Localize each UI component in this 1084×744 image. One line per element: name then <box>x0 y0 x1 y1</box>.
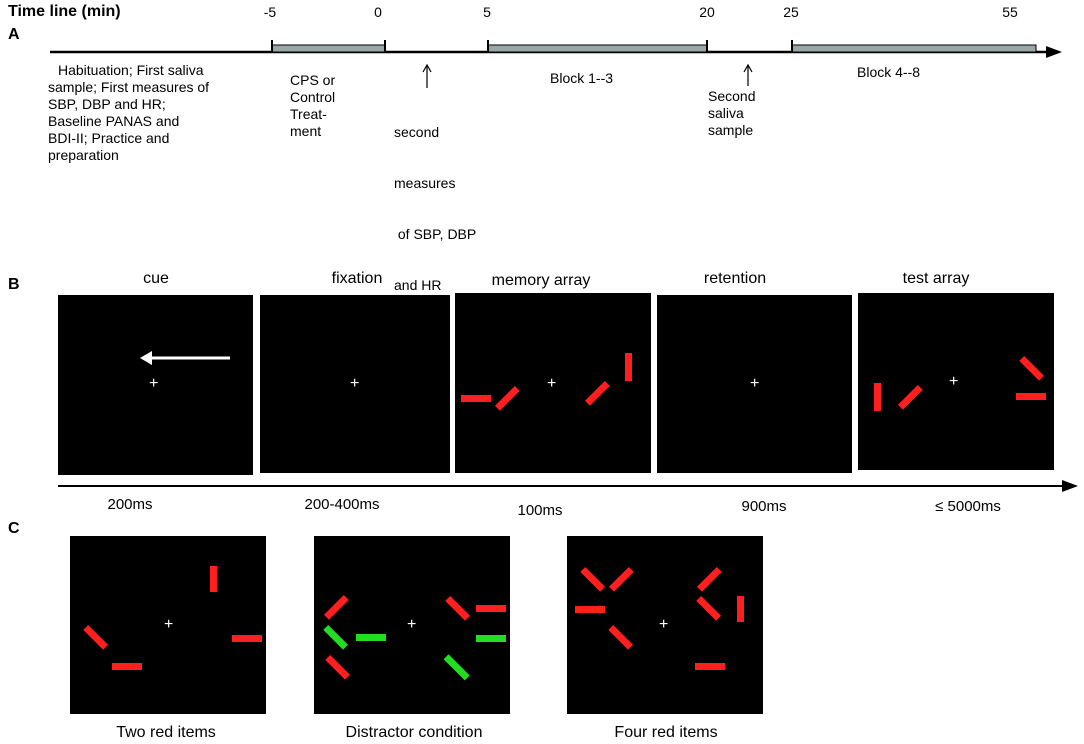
red-bar-item <box>874 383 881 411</box>
red-bar-item <box>580 566 606 592</box>
screen-title-test-array: test array <box>902 270 970 287</box>
red-bar-item <box>696 595 722 621</box>
second-measures-note: second measures of SBP, DBP and HR <box>394 124 477 293</box>
screen-title-retention: retention <box>703 270 767 287</box>
red-bar-item <box>1019 355 1045 381</box>
fixation-cross: + <box>407 616 417 633</box>
block1-3-label: Block 1--3 <box>550 70 614 86</box>
block1-3-bar <box>487 44 708 53</box>
tick-label-minus5: -5 <box>263 4 277 20</box>
red-bar-item <box>476 605 506 612</box>
red-bar-item <box>323 594 349 620</box>
screen-title-cue: cue <box>143 270 169 287</box>
cps-block <box>271 44 386 53</box>
four-red-items-screen: + <box>567 536 763 714</box>
tick-label-20: 20 <box>699 4 715 20</box>
screen-title-fixation: fixation <box>331 270 383 287</box>
second-saliva-note: Second saliva sample <box>708 88 756 138</box>
red-bar-item <box>83 624 109 650</box>
duration-cue: 200ms <box>107 496 153 513</box>
panel-c-letter: C <box>8 520 20 537</box>
two-red-items-screen: + <box>70 536 266 714</box>
condition-label-two-red: Two red items <box>116 724 216 741</box>
tick-label-0: 0 <box>374 4 382 20</box>
fixation-cross: + <box>164 616 174 633</box>
fixation-cross: + <box>750 375 760 392</box>
fixation-cross: + <box>149 375 159 392</box>
tick-label-25: 25 <box>783 4 799 20</box>
cue-screen: + <box>58 295 253 475</box>
green-bar-item <box>443 654 470 681</box>
fixation-cross: + <box>659 616 669 633</box>
red-bar-item <box>445 595 471 621</box>
panel-b-letter: B <box>8 276 20 293</box>
green-bar-item <box>476 635 506 642</box>
memory-array-screen: + <box>455 293 651 473</box>
red-bar-item <box>575 606 605 613</box>
red-bar-item <box>897 384 923 410</box>
red-bar-item <box>695 663 725 670</box>
tick-label-55: 55 <box>1002 4 1018 20</box>
timeline-title: Time line (min) <box>8 3 121 20</box>
habituation-note: Habituation; First saliva sample; First … <box>48 62 210 163</box>
red-bar-item <box>584 380 610 406</box>
fixation-screen: + <box>260 295 450 473</box>
red-bar-item <box>461 395 491 402</box>
red-bar-item <box>494 385 520 411</box>
red-bar-item <box>1016 393 1046 400</box>
red-bar-item <box>737 596 744 622</box>
screen-title-memory-array: memory array <box>491 272 591 289</box>
condition-label-distractor: Distractor condition <box>345 724 483 741</box>
fixation-cross: + <box>350 375 360 392</box>
red-bar-item <box>608 624 634 650</box>
retention-screen: + <box>657 295 852 473</box>
panel-a-letter: A <box>8 26 20 43</box>
green-bar-item <box>356 634 386 641</box>
distractor-condition-screen: + <box>314 536 510 714</box>
block4-8-bar <box>791 44 1037 53</box>
duration-fixation: 200-400ms <box>304 496 380 513</box>
trial-time-arrowhead <box>1062 480 1078 492</box>
cps-note: CPS or Control Treat- ment <box>290 72 336 139</box>
red-bar-item <box>625 353 632 381</box>
red-bar-item <box>325 654 351 680</box>
red-bar-item <box>112 663 142 670</box>
red-bar-item <box>210 566 217 592</box>
duration-retention: 900ms <box>741 498 787 515</box>
red-bar-item <box>232 635 262 642</box>
green-bar-item <box>323 624 349 650</box>
timeline-arrowhead <box>1046 46 1062 58</box>
test-array-screen: + <box>858 293 1054 470</box>
fixation-cross: + <box>547 375 557 392</box>
fixation-cross: + <box>949 373 959 390</box>
duration-memory-array: 100ms <box>517 502 563 519</box>
red-bar-item <box>608 566 634 592</box>
tick-label-5: 5 <box>483 4 491 20</box>
red-bar-item <box>696 566 722 592</box>
duration-test-array: ≤ 5000ms <box>935 498 1001 515</box>
block4-8-label: Block 4--8 <box>857 64 921 80</box>
condition-label-four-red: Four red items <box>614 724 718 741</box>
